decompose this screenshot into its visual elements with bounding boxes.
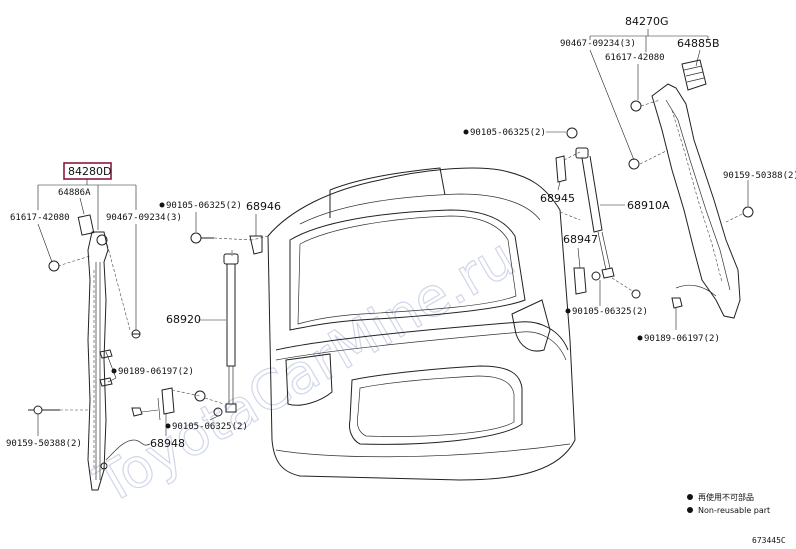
callout-64886A[interactable]: 64886A [58, 188, 91, 198]
callout-61617-left[interactable]: 61617-42080 [10, 213, 70, 223]
callout-68947[interactable]: 68947 [563, 233, 598, 246]
legend-line-1: 再使用不可部品 [698, 492, 754, 502]
legend-line-2: Non-reusable part [698, 506, 770, 515]
left-strip-clips: 90189-06197(2) 90159-50388(2) [6, 349, 194, 449]
callout-90189-left[interactable]: 90189-06197(2) [118, 367, 194, 377]
callout-90159-right[interactable]: 90159-50388(2) [723, 171, 796, 181]
callout-90105-a[interactable]: 90105-06325(2) [166, 201, 242, 211]
callout-90467-right[interactable]: 90467-09234(3) [560, 39, 636, 49]
callout-90159-left[interactable]: 90159-50388(2) [6, 439, 82, 449]
highlight-box-84280D [63, 162, 112, 180]
right-garnish-assembly: 84270G 90467-09234(3) 64885B 61617-42080… [560, 15, 796, 344]
left-garnish-strip [48, 214, 141, 491]
back-door-panel [251, 167, 581, 481]
callout-64885B[interactable]: 64885B [677, 37, 720, 50]
left-cable [100, 439, 151, 470]
callout-61617-right[interactable]: 61617-42080 [605, 53, 665, 63]
callout-84270G[interactable]: 84270G [625, 15, 669, 28]
callout-90189-right[interactable]: 90189-06197(2) [644, 334, 720, 344]
callout-68920[interactable]: 68920 [166, 313, 201, 326]
callout-68910A[interactable]: 68910A [627, 199, 670, 212]
callout-90105-b[interactable]: 90105-06325(2) [172, 422, 248, 432]
right-gas-strut-68910A: 90105-06325(2) 68945 68910A 68947 90105-… [463, 127, 670, 317]
callout-90105-c[interactable]: 90105-06325(2) [470, 128, 546, 138]
callout-68948[interactable]: 68948 [150, 437, 185, 450]
leader-84280D [37, 179, 137, 230]
left-gas-strut-68920: 90105-06325(2) 68946 68920 68948 90105-0… [150, 200, 281, 450]
legend: 再使用不可部品 Non-reusable part [687, 492, 770, 515]
callout-90467-left[interactable]: 90467-09234(3) [106, 213, 182, 223]
leader-61617-left [37, 223, 53, 263]
callout-90105-d[interactable]: 90105-06325(2) [572, 307, 648, 317]
callout-68946[interactable]: 68946 [246, 200, 281, 213]
callout-84280D[interactable]: 84280D [68, 165, 111, 178]
callout-68945[interactable]: 68945 [540, 192, 575, 205]
figure-reference: 673445C [752, 536, 786, 545]
leader-64886A [79, 197, 85, 215]
